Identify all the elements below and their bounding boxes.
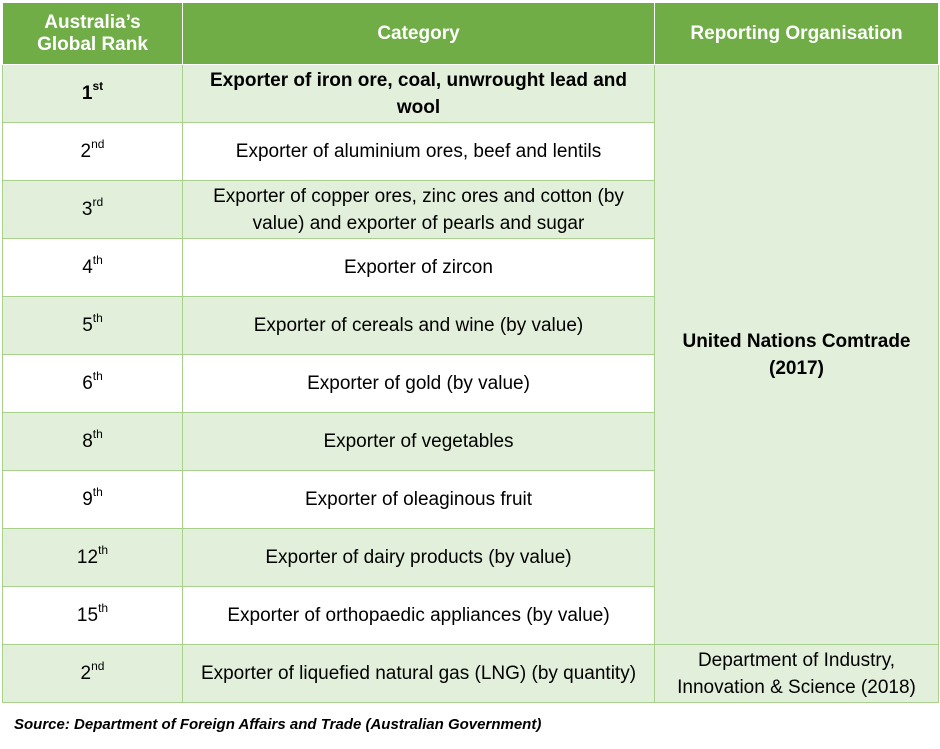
rank-cell: 15th	[2, 586, 183, 645]
rank-suffix: st	[92, 79, 104, 93]
organisation-cell: Department of Industry, Innovation & Sci…	[654, 644, 939, 703]
rank-suffix: th	[92, 427, 103, 441]
category-cell: Exporter of vegetables	[182, 412, 655, 471]
category-cell: Exporter of liquefied natural gas (LNG) …	[182, 644, 655, 703]
table-header-row: Australia’s Global Rank Category Reporti…	[2, 2, 939, 65]
category-cell: Exporter of zircon	[182, 238, 655, 297]
rank-cell: 4th	[2, 238, 183, 297]
category-cell: Exporter of aluminium ores, beef and len…	[182, 122, 655, 181]
rank-number: 15	[76, 605, 99, 626]
category-cell: Exporter of gold (by value)	[182, 354, 655, 413]
rank-cell: 6th	[2, 354, 183, 413]
rank-number: 8	[82, 431, 93, 452]
rank-number: 1	[81, 83, 93, 104]
rank-cell: 2nd	[2, 644, 183, 703]
rank-number: 12	[76, 547, 99, 568]
rank-cell: 12th	[2, 528, 183, 587]
rank-number: 2	[80, 663, 92, 684]
rank-number: 6	[82, 373, 93, 394]
category-cell: Exporter of iron ore, coal, unwrought le…	[182, 64, 655, 123]
rank-cell: 1st	[2, 64, 183, 123]
category-cell: Exporter of cereals and wine (by value)	[182, 296, 655, 355]
source-note: Source: Department of Foreign Affairs an…	[14, 716, 542, 733]
header-reporting-organisation: Reporting Organisation	[654, 2, 939, 65]
category-cell: Exporter of oleaginous fruit	[182, 470, 655, 529]
rank-cell: 2nd	[2, 122, 183, 181]
rank-suffix: nd	[91, 137, 105, 151]
header-category: Category	[182, 2, 655, 65]
rankings-table: Australia’s Global Rank Category Reporti…	[2, 2, 939, 703]
category-cell: Exporter of orthopaedic appliances (by v…	[182, 586, 655, 645]
rank-number: 2	[80, 141, 92, 162]
rank-cell: 5th	[2, 296, 183, 355]
rank-suffix: th	[92, 253, 103, 267]
rank-suffix: nd	[91, 659, 105, 673]
category-cell: Exporter of copper ores, zinc ores and c…	[182, 180, 655, 239]
rank-suffix: th	[98, 543, 109, 557]
rank-suffix: th	[92, 311, 103, 325]
rank-suffix: th	[98, 601, 109, 615]
rank-cell: 8th	[2, 412, 183, 471]
header-global-rank: Australia’s Global Rank	[2, 2, 183, 65]
organisation-cell: United Nations Comtrade (2017)	[654, 64, 939, 645]
rank-cell: 3rd	[2, 180, 183, 239]
rank-suffix: rd	[92, 195, 104, 209]
rank-suffix: th	[92, 485, 103, 499]
rank-cell: 9th	[2, 470, 183, 529]
rank-number: 4	[82, 257, 93, 278]
rank-suffix: th	[92, 369, 103, 383]
rank-number: 3	[81, 199, 93, 220]
rank-number: 9	[82, 489, 93, 510]
rank-number: 5	[82, 315, 93, 336]
category-cell: Exporter of dairy products (by value)	[182, 528, 655, 587]
